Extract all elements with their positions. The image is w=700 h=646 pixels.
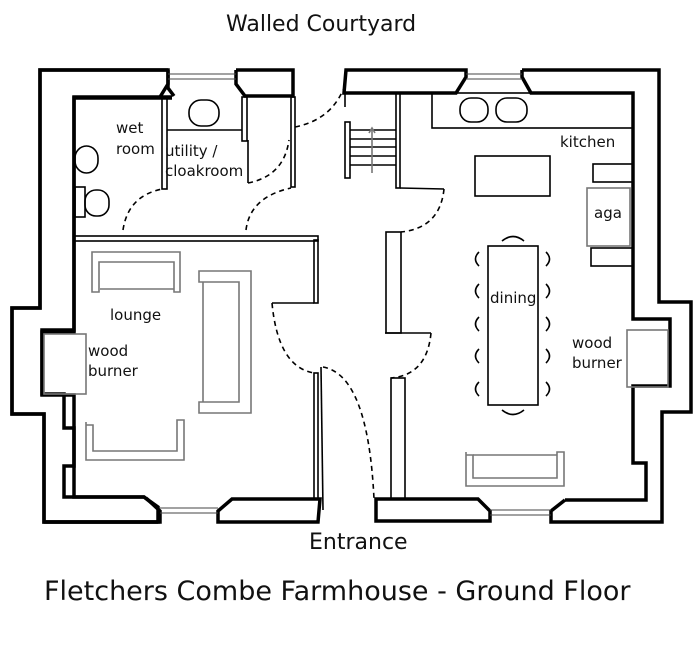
inner-wall-right (520, 70, 672, 502)
door-swing-utility (245, 187, 292, 231)
chair-head-bottom (501, 409, 525, 416)
sofa-lounge-bottom (85, 419, 185, 461)
wall-top-mid-left (234, 68, 295, 98)
utility-label-line1: utility / (165, 142, 218, 160)
lounge-burner-label-line1: wood (88, 342, 129, 360)
wood-burner-dining (626, 329, 669, 388)
chair-left (474, 381, 480, 397)
stairs-handrail (344, 121, 351, 179)
plan-title: Fletchers Combe Farmhouse - Ground Floor (44, 576, 631, 607)
chair-right (545, 251, 551, 267)
kitchen-island (474, 155, 551, 197)
partition-lounge-right-top (313, 239, 319, 304)
door-swing-courtyard (294, 89, 344, 128)
kitchen-unit-top (592, 163, 634, 183)
aga-label: aga (594, 204, 622, 222)
lounge-burner-label-line2: burner (88, 362, 138, 380)
chair-left (474, 316, 480, 332)
door-swing-entrance (322, 366, 375, 500)
wall-top-left-jamb (158, 70, 170, 98)
chair-left (474, 283, 480, 299)
wall-bottom-mid-left (216, 497, 322, 524)
lounge-label: lounge (110, 306, 162, 324)
sofa-dining (465, 451, 565, 487)
toilet-bowl-icon (84, 189, 110, 217)
door-swing-dining (390, 332, 432, 379)
toilet-cistern-icon (74, 186, 86, 218)
dining-burner-label-line1: wood (572, 334, 613, 352)
kitchen-unit-bottom (590, 247, 634, 267)
wet-room-label-line1: wet (116, 119, 144, 137)
entrance-label: Entrance (309, 530, 408, 555)
partition-hall-right-bottom (390, 377, 406, 500)
door-swing-wetroom (122, 188, 163, 231)
inner-wall-left (40, 95, 172, 510)
dining-table (487, 245, 539, 406)
chair-right (545, 316, 551, 332)
chair-left (474, 251, 480, 267)
partition-stairs (395, 92, 401, 189)
partition-hall-right-top (385, 231, 402, 334)
dining-burner-label-line2: burner (572, 354, 622, 372)
kitchen-counter (431, 92, 634, 129)
wall-bottom-mid-right (374, 497, 492, 523)
aga-cooker (586, 187, 631, 247)
partition-lounge-top (73, 235, 319, 242)
partition-lounge-right-bottom (313, 372, 319, 500)
basin-icon (74, 145, 99, 174)
wall-top-mid-right (342, 68, 468, 95)
dining-label: dining (490, 289, 537, 307)
door-leaf-kitchen (399, 187, 445, 190)
wall-bottom-left (44, 496, 162, 524)
sink-utility-icon (188, 99, 220, 127)
chair-left (474, 348, 480, 364)
chair-head-top (501, 235, 525, 242)
sofa-lounge-right (198, 270, 252, 414)
utility-label-line2: cloakroom (165, 162, 244, 180)
door-leaf-entrance (320, 366, 324, 511)
dining-chairs (474, 235, 551, 416)
wet-room-label-line2: room (116, 140, 155, 158)
kitchen-label: kitchen (560, 133, 616, 151)
outer-wall-left-top (10, 68, 176, 524)
door-swing-kitchen (400, 188, 445, 233)
sink-bowl-right-icon (495, 97, 528, 123)
partition-utility-stub (241, 96, 248, 142)
chair-right (545, 283, 551, 299)
courtyard-label: Walled Courtyard (226, 12, 417, 37)
chair-right (545, 381, 551, 397)
sofa-lounge-top (91, 251, 181, 293)
stairs-icon (350, 126, 396, 173)
wood-burner-lounge (43, 333, 87, 395)
partition-wetroom (161, 96, 168, 190)
outer-wall-right (522, 68, 693, 524)
chair-right (545, 348, 551, 364)
outer-wall-left (10, 68, 168, 524)
partition-utility-right (290, 96, 296, 188)
door-swing-cloakroom (247, 139, 290, 184)
door-swing-lounge (271, 302, 315, 374)
sink-bowl-left-icon (459, 97, 489, 123)
